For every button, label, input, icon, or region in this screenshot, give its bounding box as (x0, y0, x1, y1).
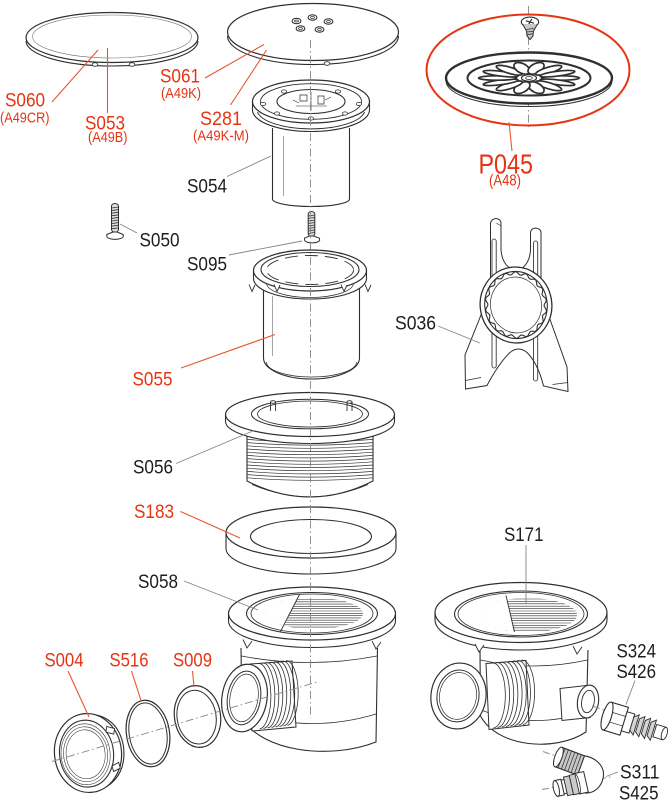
svg-text:S426: S426 (617, 661, 657, 683)
svg-text:S324: S324 (617, 641, 657, 663)
svg-text:S516: S516 (110, 651, 149, 672)
svg-text:S036: S036 (395, 313, 436, 335)
svg-text:(A49B): (A49B) (88, 129, 128, 146)
svg-text:(A49K): (A49K) (161, 85, 201, 102)
svg-text:S058: S058 (138, 571, 178, 593)
svg-text:S056: S056 (133, 457, 173, 479)
svg-text:S311: S311 (620, 762, 660, 784)
svg-text:(A49K-M): (A49K-M) (193, 128, 249, 145)
svg-text:S004: S004 (45, 651, 84, 672)
svg-text:(A48): (A48) (489, 173, 521, 190)
svg-text:S425: S425 (619, 783, 659, 800)
svg-text:S281: S281 (200, 109, 242, 130)
svg-text:S054: S054 (187, 176, 227, 198)
svg-text:S171: S171 (504, 524, 544, 546)
svg-text:S060: S060 (5, 91, 45, 112)
svg-text:P045: P045 (479, 149, 534, 180)
svg-text:S009: S009 (173, 651, 212, 672)
svg-text:(A49CR): (A49CR) (0, 110, 50, 127)
svg-text:S050: S050 (140, 230, 180, 252)
svg-text:S061: S061 (160, 67, 200, 88)
svg-text:S053: S053 (85, 114, 125, 135)
svg-text:S055: S055 (133, 370, 173, 391)
svg-text:S095: S095 (187, 254, 227, 276)
svg-text:S183: S183 (134, 502, 174, 523)
